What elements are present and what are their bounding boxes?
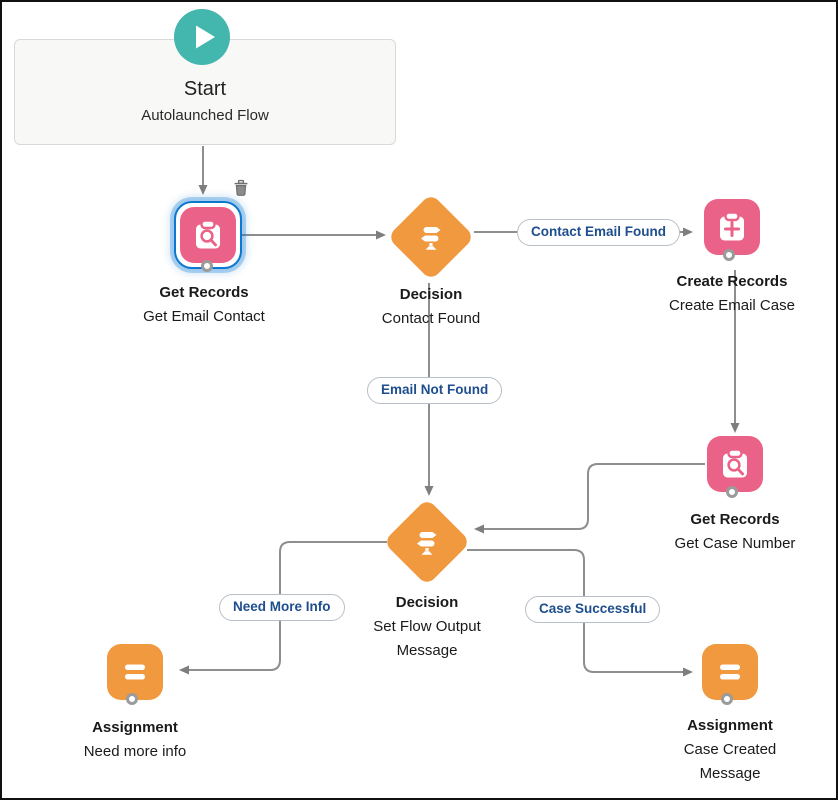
delete-node-button[interactable] [232,179,250,197]
decision-signpost-icon [421,227,441,250]
trash-icon [234,179,248,196]
output-port [201,260,213,272]
node-type-label: Create Records [676,273,788,290]
start-node-title: Start [183,78,227,100]
node-api-label: Get Case Number [674,535,796,552]
node-need-more-info-assignment[interactable] [107,644,163,700]
node-type-label: Decision [395,594,459,611]
node-label-create-email-case: Create Records Create Email Case [642,270,822,318]
output-port [126,693,138,705]
connector-label-contact-email-found[interactable]: Contact Email Found [517,219,680,246]
assignment-icon [125,664,145,680]
start-node-subtitle: Autolaunched Flow [141,107,269,124]
node-create-email-case[interactable] [704,199,760,255]
connector-label-need-more-info[interactable]: Need More Info [219,594,345,621]
output-port [721,693,733,705]
get-records-search-icon [196,219,220,249]
connector-label-email-not-found[interactable]: Email Not Found [367,377,503,404]
node-api-label: Get Email Contact [143,308,265,325]
node-get-case-number[interactable] [707,436,763,492]
start-node-button[interactable] [174,9,230,65]
node-api-label: Need more info [83,743,187,760]
node-label-get-case-number: Get Records Get Case Number [645,508,825,556]
node-contact-found[interactable] [387,193,475,281]
node-case-created-message-assignment[interactable] [702,644,758,700]
assignment-icon [720,664,740,680]
node-label-get-email-contact: Get Records Get Email Contact [114,281,294,329]
node-type-label: Assignment [687,717,773,734]
node-api-label: Case Created Message [683,741,777,782]
node-api-label: Contact Found [381,310,481,327]
node-label-case-created-message: Assignment Case Created Message [660,714,800,786]
play-icon [196,25,215,49]
node-api-label: Create Email Case [669,297,795,314]
node-type-label: Assignment [92,719,178,736]
connector-label-case-successful[interactable]: Case Successful [525,596,661,623]
node-type-label: Get Records [690,511,780,528]
node-label-contact-found: Decision Contact Found [356,283,506,331]
node-set-flow-output-message[interactable] [383,498,471,586]
node-type-label: Get Records [159,284,249,301]
node-label-set-flow-output-message: Decision Set Flow Output Message [351,591,503,663]
decision-signpost-icon [417,532,437,555]
output-port [726,486,738,498]
get-records-search-icon [723,448,747,478]
connector-get-case-number-to-decision2 [474,463,705,534]
node-get-email-contact[interactable] [174,201,242,272]
create-records-plus-icon [720,211,744,241]
node-label-need-more-info: Assignment Need more info [45,716,225,764]
node-api-label: Set Flow Output Message [373,618,481,659]
output-port [723,249,735,261]
node-type-label: Decision [399,286,463,303]
